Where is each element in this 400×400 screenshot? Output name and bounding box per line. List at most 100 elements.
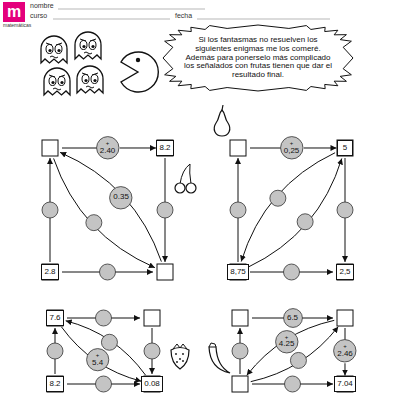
- box-number: 8.2: [49, 380, 60, 389]
- cherry: [175, 164, 196, 193]
- ghost: [75, 32, 101, 59]
- empty-operation-circle: [96, 310, 112, 326]
- number-box: 2,5: [336, 264, 353, 280]
- pacman: [121, 52, 158, 92]
- empty-operation-circle: [157, 202, 173, 218]
- operation-value: 2.46: [337, 350, 353, 359]
- operation-value: 5.4: [92, 359, 103, 368]
- box-number: 7.04: [337, 380, 353, 389]
- operation-circle: +2.46: [333, 339, 357, 363]
- cherry-stem: [180, 164, 191, 184]
- empty-operation-circle: [230, 202, 246, 218]
- bubble-text: Si los fantasmas no resuelven los siguie…: [183, 36, 333, 80]
- banana: [209, 343, 230, 373]
- operation-value: 6.5: [287, 314, 298, 323]
- banana-stem: [209, 343, 216, 347]
- subject-logo: m: [3, 2, 25, 22]
- seed: [179, 358, 181, 360]
- ghost: [44, 68, 70, 95]
- box-number: 0.08: [144, 380, 160, 389]
- seed: [182, 360, 184, 362]
- empty-number-box: [157, 140, 173, 156]
- seed: [176, 361, 178, 363]
- operation-value: 0.35: [113, 193, 129, 202]
- strawberry-fruit: [171, 348, 189, 370]
- form-field-label: fecha: [175, 12, 192, 20]
- empty-operation-circle: [284, 264, 300, 280]
- connectors: [120, 148, 345, 376]
- box-number: 2.8: [44, 268, 55, 277]
- connector-arrow: [120, 147, 156, 148]
- operation-value: 4.25: [279, 340, 295, 349]
- empty-operation-circle: [86, 215, 102, 231]
- curved-arrow: [241, 153, 335, 262]
- empty-number-box: [232, 376, 248, 392]
- number-box: 0.08: [141, 376, 163, 392]
- empty-number-box: [144, 310, 160, 326]
- curved-arrow: [54, 158, 155, 267]
- curved-arrow: [248, 159, 342, 268]
- connector-arrow: [304, 147, 337, 148]
- empty-operation-circle: [47, 343, 63, 359]
- pear-stem: [222, 105, 223, 110]
- pacman-eye: [136, 58, 140, 62]
- operator-sign: +: [343, 343, 347, 350]
- ghost-group: [41, 32, 103, 95]
- empty-operation-circle: [285, 376, 301, 392]
- circle-shape: [283, 309, 302, 328]
- operator-sign: +: [106, 140, 110, 147]
- curved-arrow: [60, 152, 161, 261]
- speech-bubble: Si los fantasmas no resuelven los siguie…: [162, 24, 354, 92]
- pacman-body: [121, 52, 158, 92]
- empty-operation-circle: [232, 343, 248, 359]
- empty-operation-circle: [337, 202, 353, 218]
- empty-number-box: [337, 264, 353, 280]
- curved-arrow: [247, 320, 334, 375]
- seed: [175, 353, 177, 355]
- write-line: [58, 9, 205, 10]
- box-number: 8.2: [159, 144, 170, 153]
- curved-arrow: [251, 327, 338, 382]
- subject-name: matemáticas: [3, 23, 31, 29]
- curved-arrow: [66, 321, 146, 375]
- write-line: [197, 19, 330, 20]
- number-box: 5: [337, 140, 353, 156]
- circle-shape: [110, 186, 132, 208]
- circle-shape: [86, 349, 108, 371]
- write-line: [53, 19, 170, 20]
- operation-circle: +2.40: [96, 136, 120, 160]
- empty-number-box: [47, 376, 63, 392]
- strawberry: [171, 344, 189, 369]
- seed: [182, 353, 184, 355]
- circle-shape: [334, 340, 356, 362]
- empty-number-box: [337, 310, 353, 326]
- box-number: 5: [343, 144, 347, 153]
- ghost: [41, 36, 67, 63]
- banana-fruit: [209, 347, 230, 373]
- empty-number-box: [47, 310, 63, 326]
- number-box: 8,75: [227, 264, 249, 280]
- operator-sign: +: [285, 334, 289, 341]
- number-box: 8.2: [156, 140, 173, 156]
- form-field-label: nombre: [30, 2, 54, 10]
- logo-letter: m: [7, 3, 21, 21]
- ghost: [77, 66, 103, 93]
- number-box: 2.8: [41, 264, 58, 280]
- empty-operation-circle: [290, 352, 306, 368]
- empty-operation-circle: [96, 376, 112, 392]
- strawberry-leaves: [173, 344, 187, 349]
- empty-number-box: [232, 310, 248, 326]
- empty-operation-circle: [144, 343, 160, 359]
- empty-number-box: [230, 140, 246, 156]
- empty-operation-circle: [100, 264, 116, 280]
- empty-number-box: [42, 264, 58, 280]
- circle-shape: [96, 137, 118, 159]
- puzzle-skeleton: [42, 140, 353, 392]
- empty-operation-circle: [42, 202, 58, 218]
- empty-number-box: [42, 140, 58, 156]
- operation-circle: 6.5: [283, 308, 303, 328]
- bubble-shape: [163, 25, 353, 91]
- empty-number-box: [337, 140, 353, 156]
